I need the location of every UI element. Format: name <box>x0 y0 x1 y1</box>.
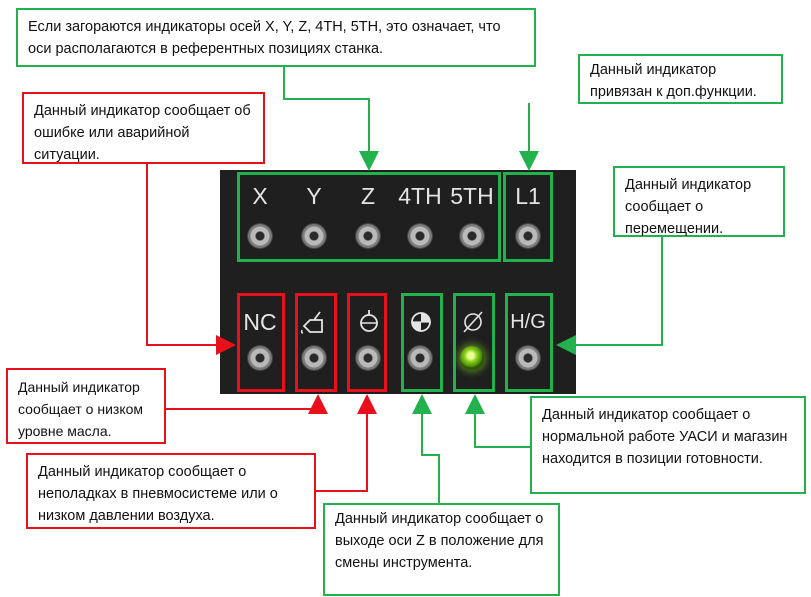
axis-label-5th: 5TH <box>450 183 494 209</box>
z-indicator <box>356 224 380 248</box>
rotation-connector <box>465 394 530 448</box>
tool-change-note: Данный индикатор сообщает о выходе оси Z… <box>323 503 560 596</box>
4th-indicator <box>408 224 432 248</box>
axes-frame <box>237 172 501 262</box>
hg-frame <box>505 293 553 392</box>
atc-note: Данный индикатор сообщает о нормальной р… <box>530 396 806 494</box>
air-pressure-indicator <box>356 346 380 370</box>
l1-indicator <box>516 224 540 248</box>
tool-change-connector <box>412 394 440 503</box>
axes-note: Если загораются индикаторы осей X, Y, Z,… <box>16 8 536 67</box>
axes-connector <box>283 67 379 171</box>
rotation-indicator <box>460 346 484 370</box>
tool-change-indicator <box>408 346 432 370</box>
axis-label-l1: L1 <box>515 183 541 209</box>
oil-indicator <box>302 346 326 370</box>
rotation-frame <box>453 293 495 392</box>
hg-note: Данный индикатор сообщает о перемещении. <box>613 166 785 237</box>
x-indicator <box>248 224 272 248</box>
oil-note: Данный индикатор сообщает о низком уровн… <box>6 368 166 444</box>
indicator-panel: X Y Z 4TH 5TH L1 NC H/G <box>220 170 576 394</box>
l1-note: Данный индикатор привязан к доп.функции. <box>578 54 783 104</box>
l1-frame <box>503 172 553 262</box>
hg-connector <box>556 236 663 355</box>
tool-change-position-icon <box>411 312 431 332</box>
oil-frame <box>295 293 337 392</box>
axis-label-4th: 4TH <box>398 183 442 209</box>
5th-indicator <box>460 224 484 248</box>
nc-label: NC <box>243 309 277 335</box>
pressure-gauge-icon <box>360 310 378 332</box>
y-indicator <box>302 224 326 248</box>
air-frame <box>347 293 387 392</box>
axis-label-x: X <box>252 183 268 209</box>
air-note: Данный индикатор сообщает о неполадках в… <box>26 453 316 529</box>
hg-label: H/G <box>510 311 546 333</box>
air-connector <box>315 394 377 492</box>
hg-indicator <box>516 346 540 370</box>
axis-label-z: Z <box>360 183 376 209</box>
nc-connector <box>146 163 236 355</box>
oil-connector <box>165 394 328 414</box>
tool-change-frame <box>401 293 443 392</box>
axis-label-y: Y <box>306 183 322 209</box>
nc-frame <box>237 293 285 392</box>
nc-note: Данный индикатор сообщает об ошибке или … <box>22 92 265 164</box>
rotation-icon <box>463 311 483 333</box>
oil-can-icon <box>300 311 323 334</box>
nc-indicator <box>248 346 272 370</box>
